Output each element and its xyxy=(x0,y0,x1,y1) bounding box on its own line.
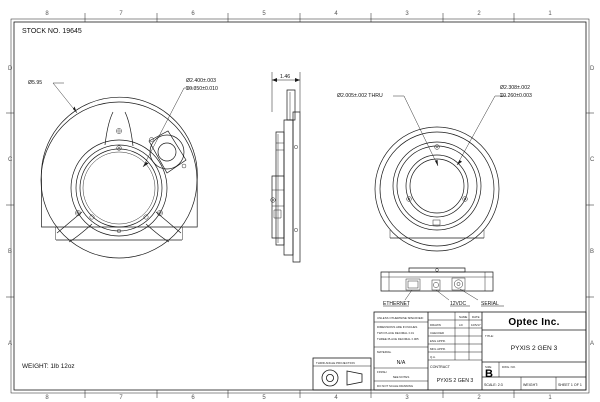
title-block: UNLESS OTHERWISE SPECIFIED: DIMENSIONS A… xyxy=(373,311,587,391)
zone-left-a: A xyxy=(8,341,12,347)
zone-markers-left: D C B A xyxy=(6,66,14,347)
zone-top-2: 2 xyxy=(477,11,481,17)
dim-front-outer-leader xyxy=(52,82,78,114)
material-value: N/A xyxy=(397,360,406,366)
zone-right-c: C xyxy=(590,157,595,163)
approval-header-name: NAME xyxy=(459,315,467,319)
contract-label: CONTRACT xyxy=(430,365,451,369)
zone-markers-top: 8 7 6 5 4 3 2 1 xyxy=(45,11,552,22)
dim-side-thickness-arrows xyxy=(271,72,301,112)
tolerance-line-1: DIMENSIONS ARE IN INCHES xyxy=(377,325,417,329)
scale-label: SCALE: 2:3 xyxy=(484,383,503,387)
approval-date-drawn: 10/5/17 xyxy=(471,323,481,327)
approval-role-mfg-appr: MFG APPR. xyxy=(430,347,446,351)
contract-value: PYXIS 2 GEN 3 xyxy=(437,378,474,384)
zone-left-b: B xyxy=(8,249,12,255)
size-label: SIZE xyxy=(485,365,491,369)
tolerance-line-2: TWO PLACE DECIMAL ±.01 xyxy=(377,331,414,335)
zone-right-d: D xyxy=(590,66,595,72)
front-view-fasteners xyxy=(75,128,163,234)
zone-left-c: C xyxy=(8,157,13,163)
zone-right-b: B xyxy=(590,249,594,255)
zone-top-6: 6 xyxy=(191,11,195,17)
projection-label: THIRD ANGLE PROJECTION xyxy=(316,361,355,365)
weight-label: WEIGHT: xyxy=(523,383,538,387)
zone-bottom-7: 7 xyxy=(119,395,123,401)
zone-bottom-4: 4 xyxy=(334,395,338,401)
front-view-motor-boss xyxy=(148,130,187,174)
dim-rear-thru-dia: Ø2.005±.002 THRU xyxy=(337,93,383,99)
connector-label-serial: SERIAL xyxy=(481,301,499,307)
dim-side-thickness: 1.46 xyxy=(280,74,290,80)
rear-view: Ø2.005±.002 THRU Ø2.308±.002 ⍂0.260±0.00… xyxy=(337,85,532,252)
zone-bottom-2: 2 xyxy=(477,395,481,401)
title-label: TITLE: xyxy=(485,334,494,338)
approval-role-qa: Q.A. xyxy=(430,355,436,359)
projection-symbol-box: THIRD ANGLE PROJECTION xyxy=(312,357,372,391)
zone-bottom-5: 5 xyxy=(262,395,266,401)
approval-name-drawn: LD xyxy=(459,323,463,327)
tolerance-line-3: THREE PLACE DECIMAL ±.005 xyxy=(377,337,419,341)
dim-rear-thru-leader xyxy=(393,95,439,167)
finish-value: SEE NOTES xyxy=(393,375,410,379)
zone-top-7: 7 xyxy=(119,11,123,17)
approval-role-checked: CHECKED xyxy=(430,331,444,335)
approval-block: NAME DATE DRAWN LD 10/5/17 CHECKED ENG A… xyxy=(428,312,482,384)
stock-number-label: STOCK NO. 19645 xyxy=(22,28,82,35)
dim-front-bore-dia: Ø2.400±.003 xyxy=(186,78,216,84)
company-name: Optec Inc. xyxy=(508,317,559,328)
dim-front-bore-leader xyxy=(142,87,195,168)
dim-rear-counter-dia: Ø2.308±.002 xyxy=(500,85,530,91)
zone-bottom-8: 8 xyxy=(45,395,49,401)
approval-header-date: DATE xyxy=(472,315,480,319)
dim-front-bore-depth: ⍂0.350±0.010 xyxy=(186,86,218,92)
zone-top-5: 5 xyxy=(262,11,266,17)
finish-label: FINISH xyxy=(377,370,386,374)
zone-bottom-1: 1 xyxy=(548,395,552,401)
tolerance-block: UNLESS OTHERWISE SPECIFIED: DIMENSIONS A… xyxy=(374,316,428,388)
zone-top-1: 1 xyxy=(548,11,552,17)
connector-label-12vdc: 12VDC xyxy=(450,301,467,307)
zone-right-a: A xyxy=(590,341,594,347)
connector-label-ethernet: ETHERNET xyxy=(383,301,410,307)
zone-left-d: D xyxy=(8,66,13,72)
dim-rear-counter-depth: ⍂0.260±0.003 xyxy=(500,93,532,99)
bottom-edge-view: ETHERNET 12VDC SERIAL xyxy=(380,267,504,307)
material-label: MATERIAL xyxy=(377,350,392,354)
zone-top-3: 3 xyxy=(405,11,409,17)
company-title-block: Optec Inc. TITLE: PYXIS 2 GEN 3 SIZE B D… xyxy=(482,317,586,390)
dwg-no-label: DWG. NO. xyxy=(502,365,516,369)
approval-role-eng-appr: ENG APPR. xyxy=(430,339,446,343)
third-angle-projection-icon xyxy=(321,369,363,387)
zone-markers-right: D C B A xyxy=(586,66,595,347)
dim-front-outer-dia: Ø5.95 xyxy=(28,80,42,86)
front-view: Ø5.95 Ø2.400±.003 ⍂0.350±0.010 xyxy=(28,78,218,259)
weight-note: WEIGHT: 1lb 12oz xyxy=(22,363,75,370)
sheet-label: SHEET 1 OF 1 xyxy=(558,383,582,387)
side-section-view: 1.46 xyxy=(270,72,301,263)
zone-markers-bottom: 8 7 6 5 4 3 2 1 xyxy=(45,390,552,401)
zone-top-4: 4 xyxy=(334,11,338,17)
zone-bottom-3: 3 xyxy=(405,395,409,401)
do-not-scale-note: DO NOT SCALE DRAWING xyxy=(377,384,414,388)
approval-role-drawn: DRAWN xyxy=(430,323,441,327)
size-value: B xyxy=(485,368,493,380)
zone-top-8: 8 xyxy=(45,11,49,17)
dim-rear-counter-leader xyxy=(456,95,506,166)
drawing-title: PYXIS 2 GEN 3 xyxy=(511,345,558,352)
unless-specified-label: UNLESS OTHERWISE SPECIFIED: xyxy=(377,316,424,320)
zone-bottom-6: 6 xyxy=(191,395,195,401)
